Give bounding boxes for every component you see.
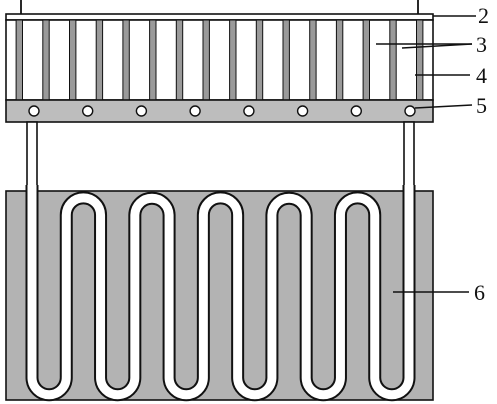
fin bbox=[95, 19, 104, 101]
callout-6: 6 bbox=[474, 280, 485, 305]
top-plate bbox=[5, 13, 434, 21]
callout-2: 2 bbox=[478, 3, 489, 28]
fin bbox=[69, 19, 77, 101]
fin bbox=[122, 19, 130, 101]
fin bbox=[335, 19, 344, 101]
callout-4: 4 bbox=[476, 63, 487, 88]
fin bbox=[15, 19, 24, 101]
fin bbox=[149, 19, 157, 101]
fin bbox=[229, 19, 237, 101]
fin bbox=[202, 19, 210, 101]
port-hole bbox=[296, 105, 309, 117]
ports-group bbox=[28, 105, 416, 117]
serpentine-tube bbox=[25, 185, 416, 402]
fin-panel bbox=[5, 19, 434, 101]
callout-3: 3 bbox=[476, 32, 487, 57]
fin bbox=[282, 19, 290, 101]
fin bbox=[309, 19, 317, 101]
tank bbox=[5, 190, 434, 401]
callout-5: 5 bbox=[476, 93, 487, 118]
port-hole bbox=[404, 105, 416, 117]
port-hole bbox=[135, 105, 148, 117]
riser-right bbox=[403, 121, 415, 193]
fin bbox=[389, 19, 397, 101]
leader-5 bbox=[414, 104, 473, 109]
header-block bbox=[5, 99, 434, 123]
serpentine-channel bbox=[27, 185, 414, 400]
port-hole bbox=[189, 105, 201, 117]
fin bbox=[255, 19, 264, 101]
port-hole bbox=[28, 105, 40, 117]
riser-left bbox=[26, 121, 38, 193]
fin bbox=[175, 19, 184, 101]
port-hole bbox=[243, 105, 255, 117]
port-hole bbox=[350, 105, 362, 117]
fin bbox=[362, 19, 371, 101]
fin bbox=[42, 19, 50, 101]
leader-lines bbox=[376, 15, 476, 293]
fin bbox=[416, 19, 424, 101]
leader-3b bbox=[401, 43, 473, 49]
port-hole bbox=[81, 105, 94, 117]
